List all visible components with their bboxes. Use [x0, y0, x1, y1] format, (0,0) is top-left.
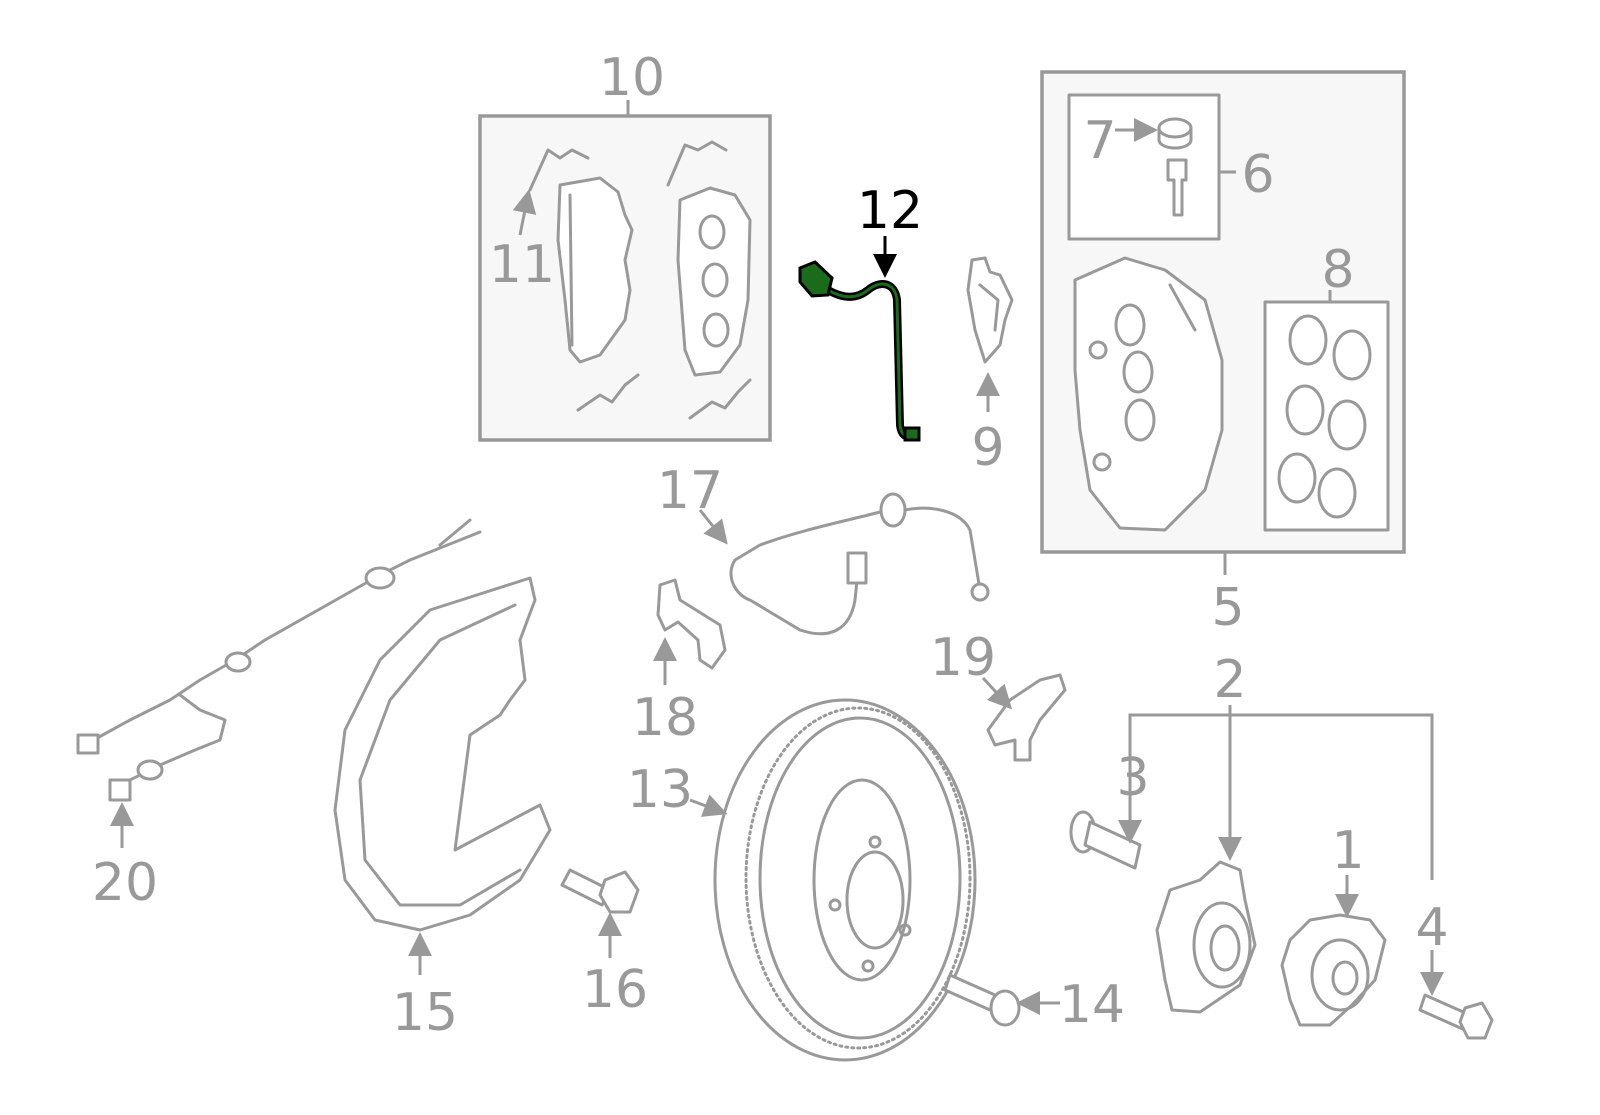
callout-8[interactable]: 8	[1321, 240, 1354, 300]
callout-11[interactable]: 11	[489, 235, 555, 295]
callout-20[interactable]: 20	[92, 853, 158, 913]
part-19-fitting[interactable]	[981, 673, 1067, 762]
part-17-abs-sensor[interactable]	[698, 492, 990, 636]
callout-7[interactable]: 7	[1083, 111, 1116, 171]
part-16-bolt[interactable]	[560, 868, 640, 958]
callout-6[interactable]: 6	[1241, 145, 1274, 205]
part-3-bolt[interactable]	[1069, 800, 1142, 870]
callout-19[interactable]: 19	[930, 628, 996, 688]
callout-5[interactable]: 5	[1211, 578, 1244, 638]
part-14-bolt[interactable]	[943, 973, 1060, 1027]
callout-1[interactable]: 1	[1331, 821, 1364, 881]
callout-18[interactable]: 18	[632, 688, 698, 748]
part-6-bolt-kit[interactable]	[1067, 93, 1236, 241]
callout-3[interactable]: 3	[1116, 748, 1149, 808]
part-13-brake-rotor[interactable]	[689, 698, 977, 1062]
callout-10[interactable]: 10	[599, 48, 665, 108]
part-1-wheel-hub[interactable]	[1280, 875, 1387, 1027]
callout-15[interactable]: 15	[392, 983, 458, 1043]
part-15-dust-shield[interactable]	[333, 576, 552, 975]
callout-16[interactable]: 16	[582, 960, 648, 1020]
callout-9[interactable]: 9	[971, 418, 1004, 478]
callout-17[interactable]: 17	[657, 461, 723, 521]
callout-13[interactable]: 13	[627, 760, 693, 820]
callout-12-selected[interactable]: 12	[857, 181, 923, 241]
part-18-bracket[interactable]	[653, 578, 727, 685]
part-2-hub-group[interactable]	[1128, 705, 1434, 1014]
callout-14[interactable]: 14	[1059, 975, 1125, 1035]
part-9-clip[interactable]	[966, 256, 1014, 412]
part-10-brake-pad-kit[interactable]	[478, 100, 772, 442]
callout-4[interactable]: 4	[1415, 898, 1448, 958]
part-8-seal-kit[interactable]	[1263, 290, 1390, 532]
callout-2[interactable]: 2	[1213, 650, 1246, 710]
part-4-bolt[interactable]	[1418, 950, 1494, 1040]
part-20-wire-harness[interactable]	[76, 518, 482, 848]
part-12-wear-sensor-highlighted[interactable]	[798, 236, 921, 442]
